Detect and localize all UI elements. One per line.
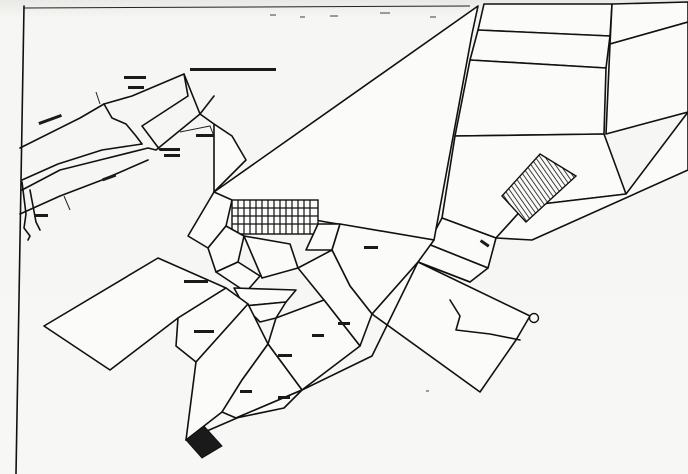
label-mark — [160, 148, 180, 151]
label-mark — [164, 154, 180, 157]
parcel — [267, 299, 361, 391]
label-mark — [364, 246, 378, 249]
hatched-building-block — [501, 153, 578, 223]
parcel — [221, 343, 303, 419]
parcel — [207, 225, 245, 273]
label-mark — [184, 280, 208, 283]
label-mark — [124, 76, 146, 79]
road — [21, 143, 143, 181]
label-mark — [479, 239, 490, 248]
upper-left-road-network — [19, 73, 247, 241]
dense-parcel-grid — [231, 199, 319, 235]
label-mark — [128, 86, 144, 89]
parcel — [454, 59, 607, 137]
road — [19, 159, 149, 215]
circle-marker-icon — [528, 312, 540, 324]
road-branch — [63, 195, 71, 211]
top-right-parcels — [454, 1, 688, 137]
road — [19, 73, 189, 151]
label-mark — [278, 396, 290, 399]
scan-specks — [270, 12, 436, 392]
road — [183, 73, 215, 125]
parcel — [609, 1, 688, 45]
road-branch — [95, 91, 101, 105]
parcel — [215, 261, 261, 293]
label-mark — [34, 214, 48, 217]
lower-parcels — [43, 257, 303, 441]
road — [29, 189, 41, 231]
solid-black-block — [185, 425, 223, 459]
label-mark — [196, 134, 214, 137]
central-cluster-parcels — [187, 191, 435, 391]
parcel — [213, 123, 247, 193]
label-mark — [102, 173, 117, 182]
title-mark — [190, 68, 276, 71]
road — [21, 181, 31, 241]
frame-top-border — [23, 5, 471, 9]
road — [103, 103, 143, 145]
label-mark — [278, 354, 292, 357]
label-mark — [38, 113, 62, 125]
road-branch — [179, 125, 215, 137]
label-mark — [312, 334, 324, 337]
frame-left-border — [15, 5, 25, 474]
internal-boundary-line — [449, 299, 521, 341]
parcel — [605, 21, 688, 135]
road — [21, 95, 215, 191]
label-mark — [194, 330, 214, 333]
label-mark — [338, 322, 350, 325]
label-mark — [240, 390, 252, 393]
parcel — [187, 191, 233, 249]
illegible-label-marks — [34, 68, 490, 399]
